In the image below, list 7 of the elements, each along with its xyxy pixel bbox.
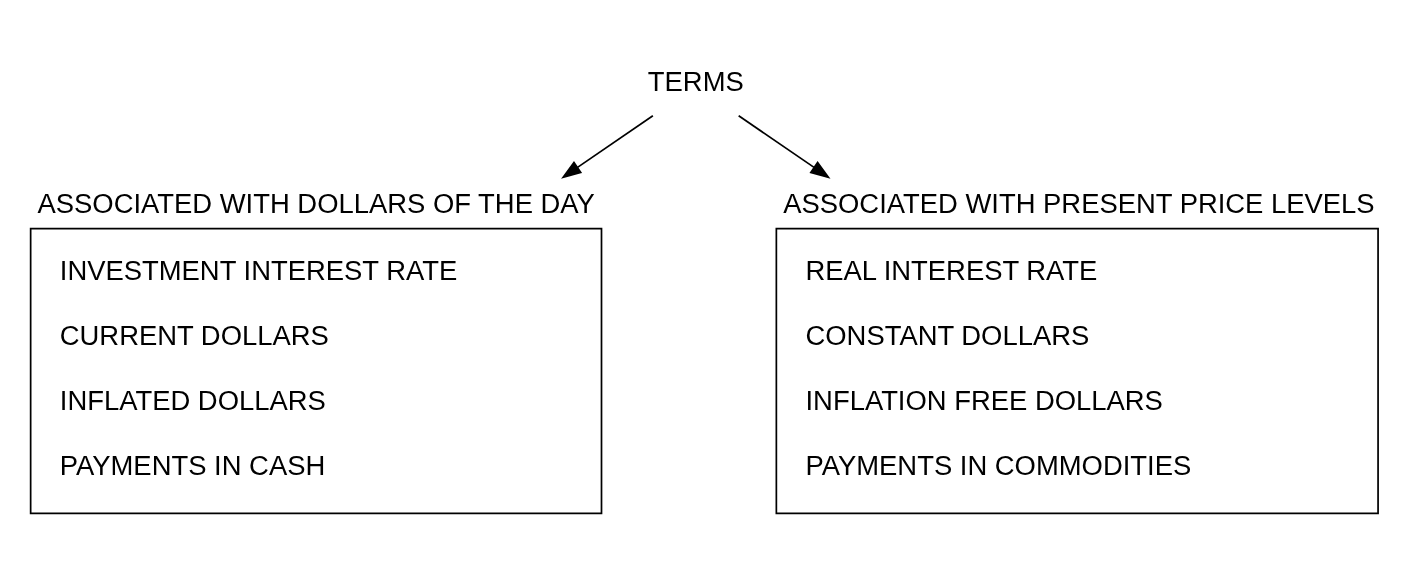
node-box: INVESTMENT INTEREST RATE CURRENT DOLLARS INFLATED DOLLARS PAYMENTS IN CASH <box>29 227 603 514</box>
node-label: ASSOCIATED WITH DOLLARS OF THE DAY <box>37 187 595 219</box>
arrow <box>561 114 654 179</box>
node-box: REAL INTEREST RATE CONSTANT DOLLARS INFLATION FREE DOLLARS PAYMENTS IN COMMODITIES <box>775 227 1379 514</box>
arrow <box>737 114 831 179</box>
node-text: TERMS <box>647 65 744 97</box>
node-label: ASSOCIATED WITH PRESENT PRICE LEVELS <box>783 187 1375 219</box>
